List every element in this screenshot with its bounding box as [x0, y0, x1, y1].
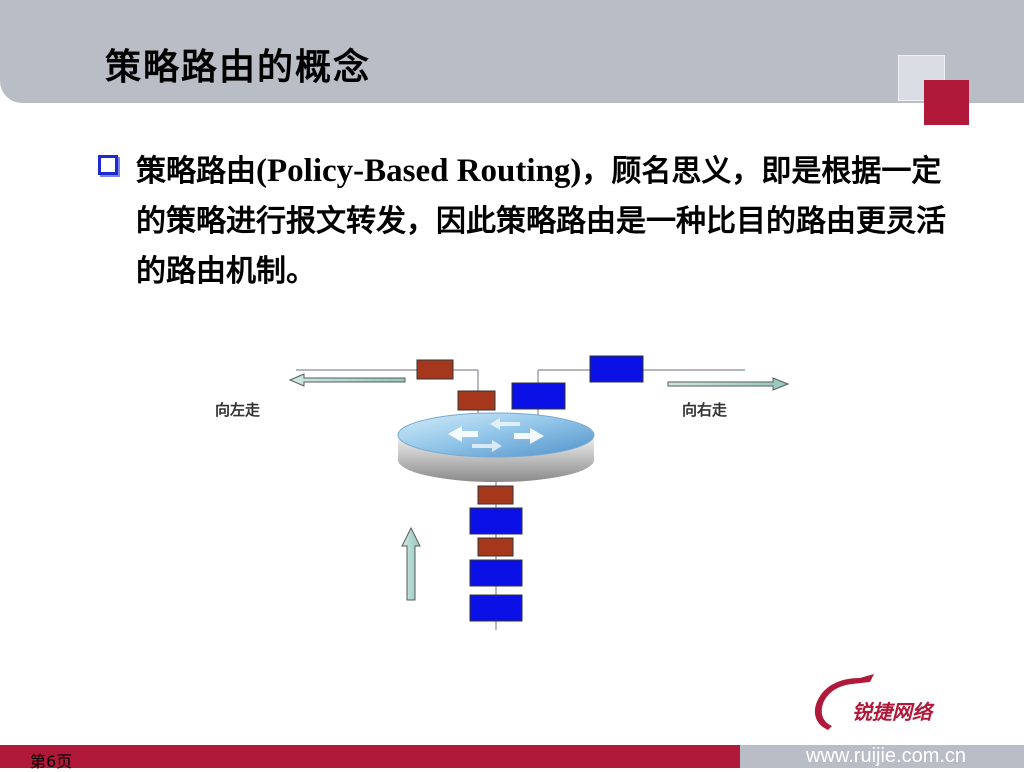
header-bar — [0, 0, 1024, 103]
bullet-latin: (Policy-Based Routing) — [256, 153, 582, 189]
packet-blue-lower-1 — [469, 507, 523, 535]
router-icon — [397, 412, 595, 482]
decor-red-square — [924, 80, 969, 125]
ruijie-logo-icon: 锐捷网络 — [814, 674, 935, 730]
page-number: 第6页 — [30, 752, 73, 771]
footer-red-bar — [0, 745, 740, 768]
packet-brown-lower-1 — [477, 485, 514, 505]
right-direction-label: 向右走 — [682, 401, 727, 419]
packet-brown-top-left — [416, 359, 454, 380]
checkbox-bullet-icon — [98, 155, 118, 175]
right-arrow-icon — [667, 377, 790, 391]
website-url: www.ruijie.com.cn — [806, 745, 967, 767]
bullet-suffix: ，顾名思义，即是根据一定的策略进行报文转发，因此策略路由是一种比目的路由更灵活的… — [136, 154, 946, 289]
logo-text: 锐捷网络 — [852, 700, 935, 724]
packet-blue-top-right — [589, 355, 644, 383]
up-arrow-icon — [401, 526, 421, 601]
footer-grey-bar — [740, 745, 1024, 768]
left-arrow-icon — [288, 373, 406, 387]
packet-blue-upper — [511, 382, 566, 410]
left-direction-label: 向左走 — [215, 401, 260, 419]
packet-brown-upper — [457, 390, 496, 411]
routing-diagram: 向左走 向右走 — [215, 355, 790, 630]
packet-blue-lower-3 — [469, 594, 523, 622]
slide-title: 策略路由的概念 — [105, 46, 372, 88]
packet-blue-lower-2 — [469, 559, 523, 587]
packet-brown-lower-2 — [477, 537, 514, 557]
bullet-prefix: 策略路由 — [136, 154, 256, 189]
bullet-text: 策略路由(Policy-Based Routing)，顾名思义，即是根据一定的策… — [136, 146, 956, 297]
